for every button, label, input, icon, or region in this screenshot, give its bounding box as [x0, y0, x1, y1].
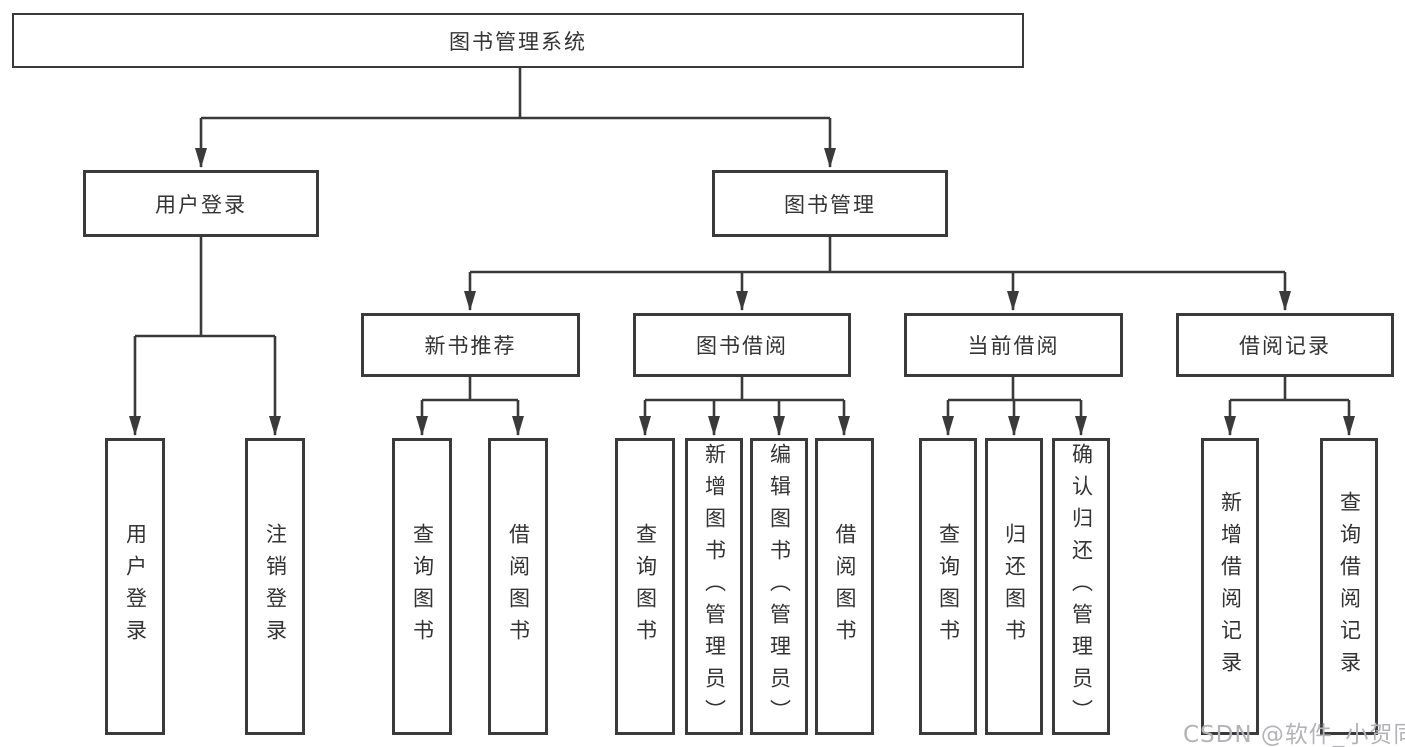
- leaf-logout: 注销登录: [245, 438, 305, 735]
- leaf-query-borrow-record: 查询借阅记录: [1320, 438, 1378, 735]
- node-library-system: 图书管理系统: [12, 13, 1024, 68]
- leaf-add-book-admin: 新增图书（管理员）: [685, 438, 743, 735]
- leaf-edit-book-admin: 编辑图书（管理员）: [750, 438, 808, 735]
- leaf-logout-label: 注销登录: [263, 522, 288, 651]
- node-new-book-recommend: 新书推荐: [361, 313, 580, 377]
- leaf-add-book-admin-label: 新增图书（管理员）: [702, 442, 727, 731]
- node-user-login: 用户登录: [83, 170, 319, 237]
- leaf-user-login: 用户登录: [105, 438, 165, 735]
- leaf-query-books-recommend: 查询图书: [392, 438, 452, 735]
- leaf-return-book: 归还图书: [985, 438, 1043, 735]
- leaf-borrow-books-recommend: 借阅图书: [488, 438, 548, 735]
- leaf-add-borrow-record-label: 新增借阅记录: [1218, 490, 1243, 683]
- node-book-management: 图书管理: [712, 170, 948, 237]
- leaf-query-books-borrow-label: 查询图书: [633, 522, 658, 651]
- node-book-borrow: 图书借阅: [633, 313, 851, 377]
- leaf-query-books-recommend-label: 查询图书: [410, 522, 435, 651]
- leaf-query-borrow-record-label: 查询借阅记录: [1337, 490, 1362, 683]
- leaf-user-login-label: 用户登录: [123, 522, 148, 651]
- leaf-confirm-return-admin: 确认归还（管理员）: [1052, 438, 1110, 735]
- node-borrow-records: 借阅记录: [1176, 313, 1394, 377]
- leaf-return-book-label: 归还图书: [1002, 522, 1027, 651]
- csdn-watermark: CSDN @软件_小贺同学: [1183, 722, 1405, 747]
- leaf-edit-book-admin-label: 编辑图书（管理员）: [767, 442, 792, 731]
- leaf-borrow-books-recommend-label: 借阅图书: [506, 522, 531, 651]
- leaf-query-books-borrow: 查询图书: [615, 438, 675, 735]
- node-current-borrow: 当前借阅: [904, 313, 1123, 377]
- leaf-borrow-books-label: 借阅图书: [833, 522, 857, 651]
- leaf-query-books-current: 查询图书: [919, 438, 977, 735]
- leaf-borrow-books: 借阅图书: [815, 438, 874, 735]
- leaf-add-borrow-record: 新增借阅记录: [1201, 438, 1259, 735]
- leaf-confirm-return-admin-label: 确认归还（管理员）: [1069, 442, 1094, 731]
- leaf-query-books-current-label: 查询图书: [936, 522, 961, 651]
